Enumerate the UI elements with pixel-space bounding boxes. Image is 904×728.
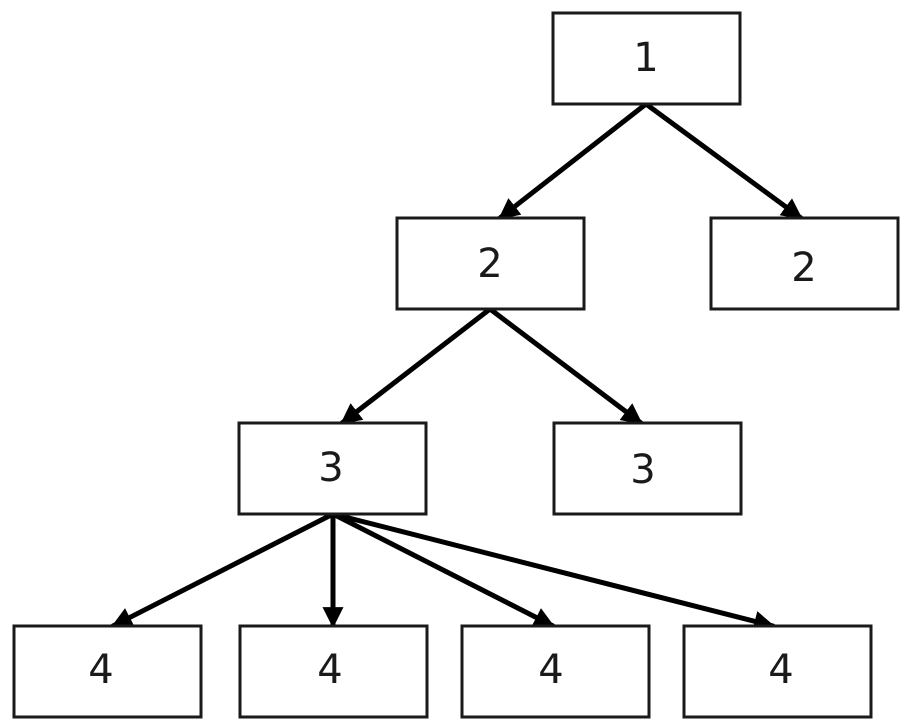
- node-box-3-left: [237, 421, 428, 516]
- node-label-1: 1: [633, 35, 658, 81]
- node-level-4-second: 4: [238, 624, 429, 719]
- node-label-4-first: 4: [88, 647, 113, 693]
- node-box-4-second: [238, 624, 429, 719]
- node-label-4-second: 4: [317, 647, 342, 693]
- node-box-2-right: [709, 216, 900, 311]
- edge-1-to-2-right: [643, 101, 804, 221]
- node-level-4-third: 4: [460, 624, 651, 719]
- node-box-4-third: [460, 624, 651, 719]
- edges: [110, 101, 804, 632]
- edge-3-to-4-first: [110, 511, 336, 629]
- node-level-1: 1: [551, 11, 742, 106]
- edge-3-to-4-third: [330, 511, 556, 629]
- edge-1-to-2-left: [497, 101, 649, 221]
- node-label-2-right: 2: [791, 245, 816, 291]
- node-box-1: [551, 11, 742, 106]
- edge-2-to-3-right: [487, 306, 644, 426]
- node-level-2-left: 2: [395, 216, 586, 311]
- node-box-3-right: [552, 421, 743, 516]
- node-level-4-first: 4: [12, 624, 203, 719]
- node-level-4-fourth: 4: [682, 624, 873, 719]
- node-box-4-first: [12, 624, 203, 719]
- node-label-4-third: 4: [538, 647, 563, 693]
- node-label-3-left: 3: [318, 445, 343, 491]
- node-label-3-right: 3: [630, 447, 655, 493]
- node-box-2-left: [395, 216, 586, 311]
- edge-2-to-3-left: [339, 306, 493, 426]
- node-level-2-right: 2: [709, 216, 900, 311]
- node-label-4-fourth: 4: [768, 647, 793, 693]
- node-box-4-fourth: [682, 624, 873, 719]
- edge-3-to-4-fourth: [330, 511, 776, 632]
- node-level-3-left: 3: [237, 421, 428, 516]
- node-label-2-left: 2: [477, 241, 502, 287]
- node-level-3-right: 3: [552, 421, 743, 516]
